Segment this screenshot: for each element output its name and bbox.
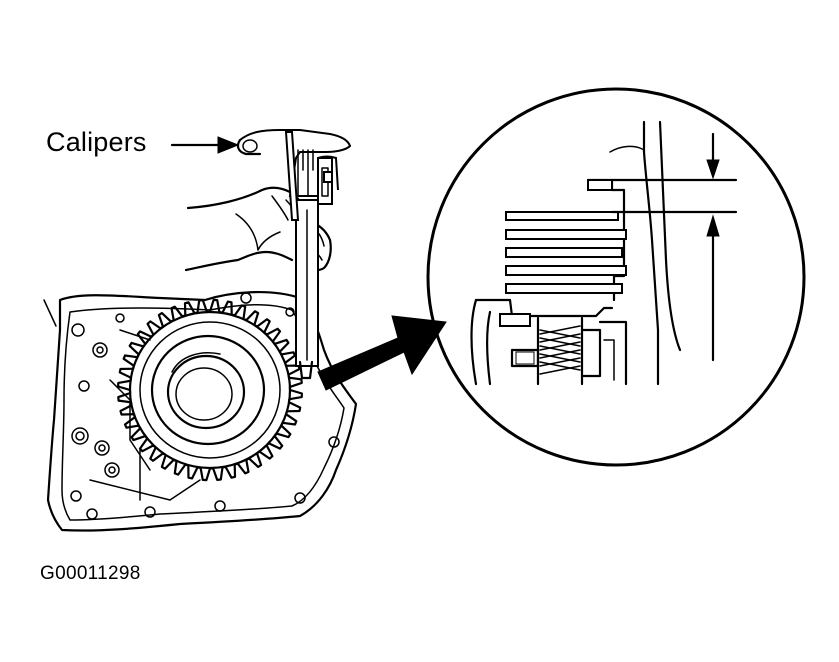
- transaxle-case: [43, 290, 358, 532]
- clutch-pack: [505, 211, 627, 294]
- pointer-arrow: [317, 315, 447, 391]
- bolt-holes: [70, 292, 340, 520]
- calipers: [236, 129, 352, 380]
- measurement-arrows: [706, 132, 720, 362]
- return-spring: [539, 325, 581, 375]
- detail-magnifier: [426, 87, 806, 467]
- calipers-label: Calipers: [46, 127, 147, 157]
- callout-arrow: [170, 136, 240, 154]
- clutch-drum-gear: [117, 298, 303, 482]
- figure-id: G00011298: [40, 563, 141, 584]
